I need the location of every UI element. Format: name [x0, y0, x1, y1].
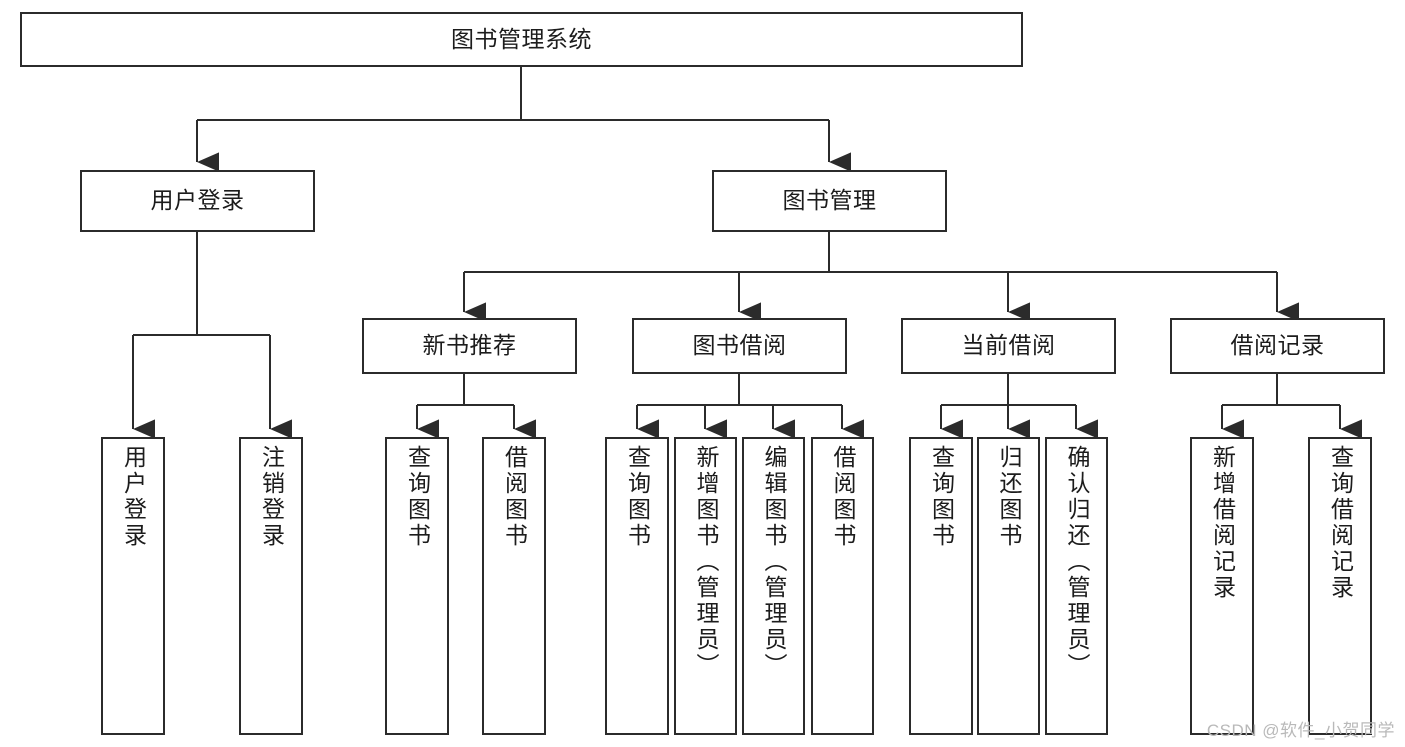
node-leaf-query-book-2[interactable]: 查询图书	[605, 437, 669, 735]
node-leaf-query-book-3-label: 查询图书	[928, 445, 955, 549]
node-borrow-record[interactable]: 借阅记录	[1170, 318, 1385, 374]
node-leaf-add-borrow-record[interactable]: 新增借阅记录	[1190, 437, 1254, 735]
node-root[interactable]: 图书管理系统	[20, 12, 1023, 67]
node-current-borrow[interactable]: 当前借阅	[901, 318, 1116, 374]
node-leaf-return-book-label: 归还图书	[996, 445, 1022, 549]
node-leaf-query-book-1-label: 查询图书	[404, 445, 431, 549]
node-leaf-borrow-book-1-label: 借阅图书	[501, 445, 528, 549]
node-leaf-query-book-2-label: 查询图书	[624, 445, 651, 549]
node-leaf-query-book-1[interactable]: 查询图书	[385, 437, 449, 735]
node-user-login[interactable]: 用户登录	[80, 170, 315, 232]
node-book-borrow[interactable]: 图书借阅	[632, 318, 847, 374]
node-current-borrow-label: 当前借阅	[961, 332, 1056, 359]
node-leaf-add-book-label: 新增图书（管理员）	[693, 445, 719, 679]
csdn-watermark: CSDN @软件_小贺同学	[1206, 721, 1395, 740]
node-borrow-record-label: 借阅记录	[1230, 332, 1325, 359]
node-leaf-user-login-label: 用户登录	[120, 445, 147, 549]
node-leaf-add-borrow-record-label: 新增借阅记录	[1209, 445, 1236, 601]
node-leaf-query-book-3[interactable]: 查询图书	[909, 437, 973, 735]
node-book-management-label: 图书管理	[782, 187, 877, 214]
node-book-management[interactable]: 图书管理	[712, 170, 947, 232]
node-leaf-confirm-return-label: 确认归还（管理员）	[1064, 445, 1090, 679]
node-leaf-edit-book[interactable]: 编辑图书（管理员）	[742, 437, 805, 735]
node-leaf-return-book[interactable]: 归还图书	[977, 437, 1040, 735]
node-new-book-recommend-label: 新书推荐	[422, 332, 517, 359]
node-leaf-logout-login-label: 注销登录	[258, 445, 285, 549]
node-leaf-borrow-book-2-label: 借阅图书	[830, 445, 856, 549]
node-root-label: 图书管理系统	[451, 25, 592, 52]
node-user-login-label: 用户登录	[150, 187, 245, 214]
node-leaf-query-borrow-record[interactable]: 查询借阅记录	[1308, 437, 1372, 735]
node-leaf-add-book[interactable]: 新增图书（管理员）	[674, 437, 737, 735]
node-leaf-edit-book-label: 编辑图书（管理员）	[761, 445, 787, 679]
node-new-book-recommend[interactable]: 新书推荐	[362, 318, 577, 374]
node-leaf-confirm-return[interactable]: 确认归还（管理员）	[1045, 437, 1108, 735]
node-book-borrow-label: 图书借阅	[692, 332, 787, 359]
node-leaf-borrow-book-2[interactable]: 借阅图书	[811, 437, 874, 735]
node-leaf-query-borrow-record-label: 查询借阅记录	[1327, 445, 1354, 601]
node-leaf-borrow-book-1[interactable]: 借阅图书	[482, 437, 546, 735]
node-leaf-logout-login[interactable]: 注销登录	[239, 437, 303, 735]
node-leaf-user-login[interactable]: 用户登录	[101, 437, 165, 735]
